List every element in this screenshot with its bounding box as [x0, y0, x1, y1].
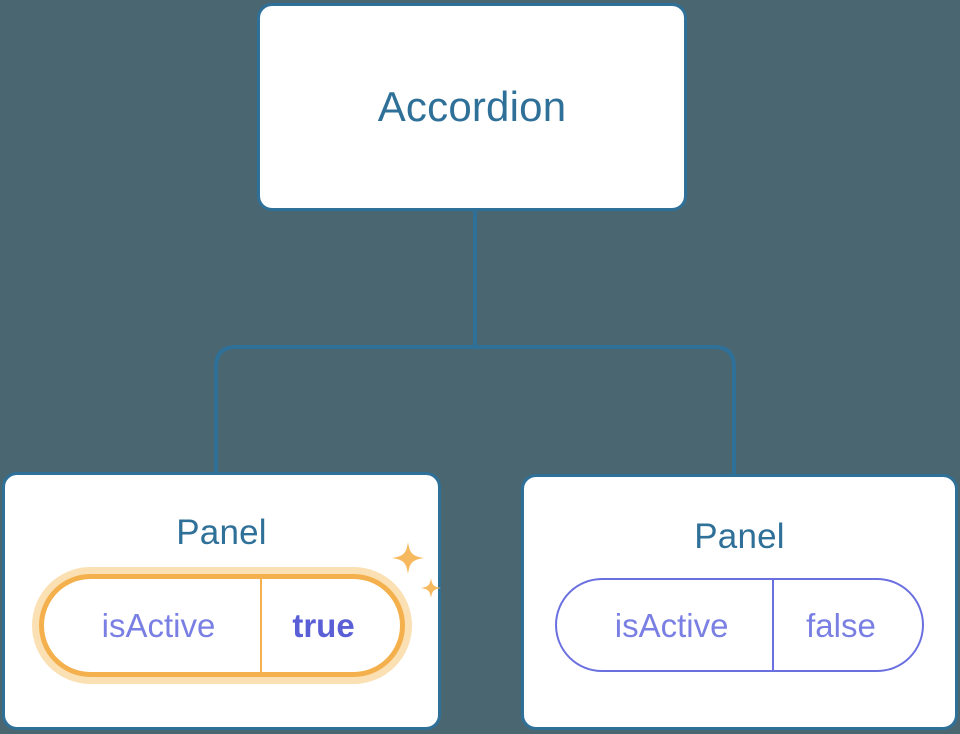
node-card-panel-active[interactable]: Panel isActive true: [2, 472, 441, 730]
node-title-panel-active: Panel: [176, 513, 267, 552]
node-card-accordion[interactable]: Accordion: [257, 3, 687, 211]
node-title-accordion: Accordion: [377, 83, 567, 130]
prop-pill-wrapper-active: isActive true: [38, 542, 441, 677]
node-card-panel-inactive[interactable]: Panel isActive false: [521, 474, 958, 730]
prop-key-label: isActive: [101, 607, 216, 644]
node-title-panel-inactive: Panel: [694, 517, 785, 556]
prop-key-label: isActive: [614, 606, 729, 644]
prop-pill-wrapper-inactive: isActive false: [555, 578, 924, 672]
connector-branch: [214, 345, 736, 474]
prop-pill-is-active-true[interactable]: isActive true: [38, 574, 405, 677]
prop-value-label: false: [772, 580, 922, 670]
prop-pill-is-active-false[interactable]: isActive false: [555, 578, 924, 672]
prop-value-label: true: [259, 579, 400, 672]
